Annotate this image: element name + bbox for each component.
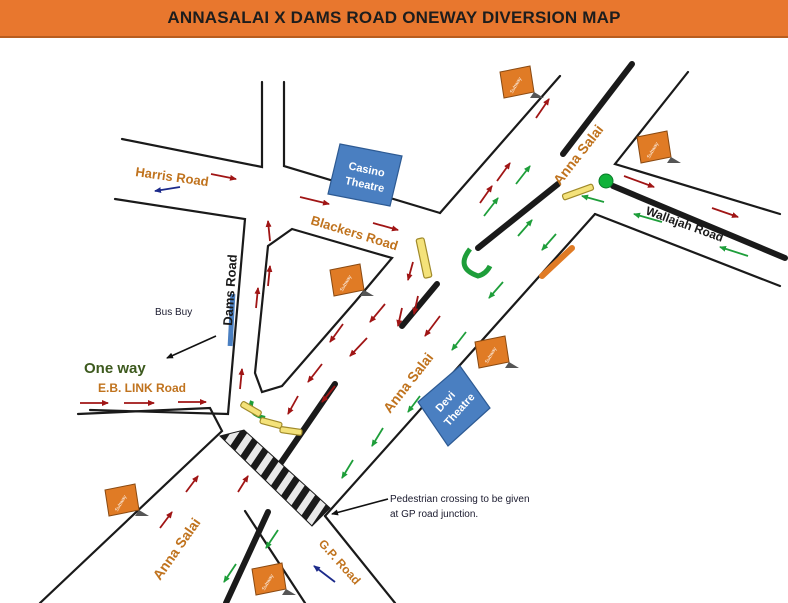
- median-gp: [223, 509, 271, 603]
- subway-marker-1: Subway: [499, 65, 544, 99]
- gp-road-west-edge: [243, 509, 307, 603]
- eb-link-south-edge: [38, 406, 224, 603]
- subway-marker-2: Subway: [636, 130, 681, 164]
- barricades: [240, 183, 595, 436]
- diversion-map: Casino Theatre Devi Theatre Subway Subwa…: [38, 61, 788, 603]
- road-edges: [38, 70, 782, 603]
- gp-road-label: G.P. Road: [316, 537, 364, 588]
- map-title: ANNASALAI X DAMS ROAD ONEWAY DIVERSION M…: [167, 8, 621, 27]
- subway-marker-4: Subway: [474, 335, 519, 369]
- gp-road-east-edge: [323, 514, 397, 603]
- one-way-label: One way: [84, 360, 146, 377]
- subway-marker-3: Subway: [329, 263, 374, 297]
- anna-salai-southeast-edge: [323, 212, 597, 518]
- median-north: [560, 61, 635, 157]
- harris-road-label: Harris Road: [135, 164, 210, 189]
- pedestrian-note-line1: Pedestrian crossing to be given: [390, 494, 530, 505]
- signal-dot: [598, 173, 614, 189]
- red-arrows: [80, 98, 739, 529]
- title-bar: ANNASALAI X DAMS ROAD ONEWAY DIVERSION M…: [0, 0, 788, 38]
- medians: [223, 61, 788, 603]
- anna-salai-north-edge: [438, 74, 562, 215]
- subway-marker-5: Subway: [104, 483, 149, 517]
- bus-bay-marker: [227, 293, 236, 347]
- leader-arrows: [166, 335, 389, 516]
- blue-arrows: [154, 186, 336, 583]
- pedestrian-note-line2: at GP road junction.: [390, 509, 478, 520]
- orange-median-marker: [539, 245, 575, 279]
- anna-salai-east-edge: [613, 70, 782, 216]
- subway-markers: Subway Subway Subway Subway Subway: [104, 65, 681, 596]
- devi-theatre: Devi Theatre: [417, 365, 491, 447]
- median-mid: [475, 181, 561, 251]
- subway-marker-6: Subway: [251, 562, 296, 596]
- green-arrows: [223, 165, 749, 583]
- eb-link-road-label: E.B. LINK Road: [98, 381, 186, 395]
- harris-road-edge: [120, 80, 264, 169]
- pedestrian-zebra-crossing: [219, 429, 331, 527]
- triangle-island-edge: [253, 227, 394, 394]
- dams-road-west-edge: [88, 197, 247, 416]
- casino-theatre: Casino Theatre: [327, 143, 403, 207]
- u-turn-north: [461, 247, 493, 279]
- anna-salai-bottom-label: Anna Salai: [149, 515, 203, 583]
- dams-road-label: Dams Road: [220, 254, 240, 326]
- median-junction: [399, 281, 440, 329]
- bus-bay-label: Bus Buy: [155, 307, 192, 318]
- wallajah-median: [610, 183, 788, 261]
- wallajah-south-edge: [593, 212, 782, 288]
